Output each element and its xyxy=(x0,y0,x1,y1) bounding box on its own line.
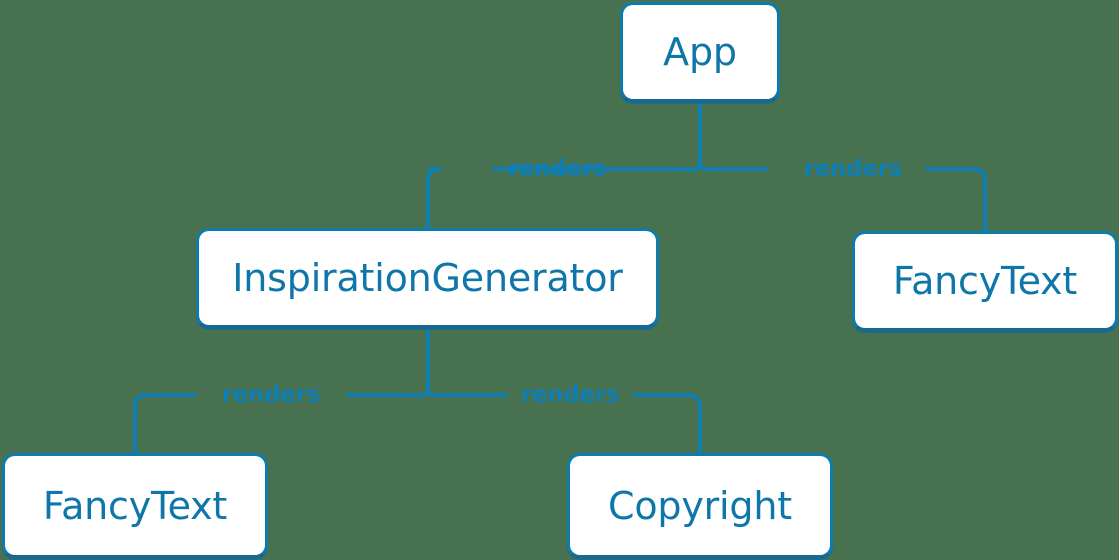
edge-app-junction-right xyxy=(698,161,758,172)
node-fancytext-right-label: FancyText xyxy=(892,259,1078,303)
edge-label-inspirationgenerator-fancytext-left: renders xyxy=(221,382,321,408)
node-copyright-label: Copyright xyxy=(608,483,792,528)
edge-inspgen-fancyleft-tail xyxy=(133,393,196,453)
edge-label-inspirationgenerator-copyright: renders xyxy=(520,382,620,408)
edge-inspgen-junction-left xyxy=(358,387,430,398)
edge-app-inspgen-tail xyxy=(426,167,442,228)
edge-app-fancyright-tail xyxy=(925,167,987,231)
edge-app-junction-left xyxy=(642,161,702,172)
node-fancytext-left[interactable]: FancyText xyxy=(2,453,268,558)
node-copyright[interactable]: Copyright xyxy=(567,453,833,558)
node-fancytext-left-label: FancyText xyxy=(42,483,228,528)
node-fancytext-right[interactable]: FancyText xyxy=(852,231,1118,331)
edge-label-app-inspirationgenerator: renders xyxy=(507,156,607,182)
node-app-label: App xyxy=(663,30,737,74)
edge-label-app-fancytext-right: renders xyxy=(803,156,903,182)
edge-inspgen-junction-right xyxy=(426,387,498,398)
node-inspirationgenerator[interactable]: InspirationGenerator xyxy=(196,228,659,328)
node-app[interactable]: App xyxy=(620,2,780,102)
edge-inspgen-copyright-tail xyxy=(633,393,702,453)
node-inspirationgenerator-label: InspirationGenerator xyxy=(232,256,623,300)
